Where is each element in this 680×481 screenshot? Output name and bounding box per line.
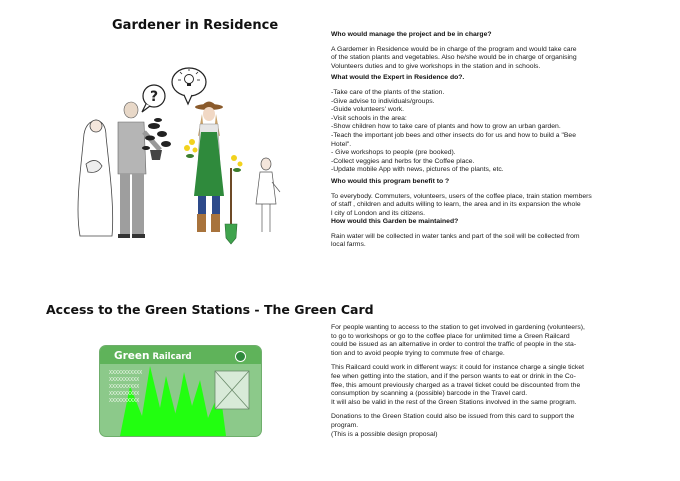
text-line: tion and to avoid people trying to commu… bbox=[331, 349, 505, 357]
card-chip-icon bbox=[214, 370, 250, 410]
task-item: -Teach the important job bees and other … bbox=[331, 131, 576, 139]
text-line: to go to workshops or go to the coffee p… bbox=[331, 332, 570, 340]
answer-maintained: Rain water will be collected in water ta… bbox=[331, 233, 676, 250]
child-figure bbox=[255, 157, 281, 232]
card-row: XXXXXXXXXX bbox=[109, 398, 140, 404]
text-line: A Gardemer in Residence would be in char… bbox=[331, 45, 577, 53]
expert-task-list: -Take care of the plants of the station.… bbox=[331, 89, 676, 175]
question-expert: What would the Expert in Residence do?. bbox=[331, 74, 465, 82]
gardener-woman-figure bbox=[184, 101, 243, 245]
text-line: Donations to the Green Station could als… bbox=[331, 413, 575, 421]
card-row: XXXXXXXXXX bbox=[109, 391, 140, 397]
text-line: consumption by scanning a (possible) bar… bbox=[331, 390, 528, 398]
card-row: XXXXXXXXXX bbox=[109, 377, 140, 383]
task-item: -Give advise to individuals/groups. bbox=[331, 97, 435, 105]
plant-graphic bbox=[120, 366, 226, 436]
man-with-plant-figure bbox=[117, 101, 171, 238]
text-line: Rain water will be collected in water ta… bbox=[331, 232, 580, 240]
task-item: Hotel". bbox=[331, 140, 352, 148]
section-title-green-card: Access to the Green Stations - The Green… bbox=[46, 302, 374, 317]
text-line: program. bbox=[331, 421, 359, 429]
question-speech-bubble: ? bbox=[141, 84, 166, 113]
task-item: -Update mobile App with news, pictures o… bbox=[331, 166, 504, 174]
task-item: -Guide volunteers' work. bbox=[331, 106, 405, 114]
rail-logo-icon bbox=[235, 351, 246, 362]
text-line: For people wanting to access to the stat… bbox=[331, 324, 585, 331]
answer-benefit: To everybody. Commuters, volunteers, use… bbox=[331, 193, 676, 219]
card-row: XXXXXXXXXXX bbox=[109, 370, 143, 376]
answer-manage: A Gardemer in Residence would be in char… bbox=[331, 46, 676, 72]
text-line: (This is a possible design proposal) bbox=[331, 430, 438, 438]
task-item: -Visit schools in the area: bbox=[331, 114, 407, 122]
task-item: - Give workshops to people (pre booked). bbox=[331, 149, 456, 157]
card-number-lines: XXXXXXXXXXX XXXXXXXXXX XXXXXXXXXX XXXXXX… bbox=[109, 370, 142, 405]
task-item: -Show children how to take care of plant… bbox=[331, 123, 561, 131]
section-title-gardener: Gardener in Residence bbox=[112, 18, 279, 33]
task-item: -Collect veggies and herbs for the Coffe… bbox=[331, 157, 475, 165]
railcard-brand: Green Railcard bbox=[114, 350, 192, 362]
text-line: l city of London and its citizens. bbox=[331, 209, 426, 217]
text-line: of staff , children and adults willing t… bbox=[331, 201, 581, 209]
text-line: local farms. bbox=[331, 241, 366, 249]
woman-headscarf-figure bbox=[77, 119, 114, 237]
idea-speech-bubble bbox=[171, 67, 207, 106]
question-manage: Who would manage the project and be in c… bbox=[331, 31, 492, 38]
bubble-question-mark: ? bbox=[150, 89, 158, 105]
lightbulb-icon bbox=[184, 74, 194, 84]
text-line: It will also be valid in the rest of the… bbox=[331, 398, 577, 406]
text-line: could be issued as an alternative in ord… bbox=[331, 341, 577, 349]
green-card-text: For people wanting to access to the stat… bbox=[331, 324, 676, 439]
railcard-brand-rest: Railcard bbox=[149, 352, 192, 362]
task-item: -Take care of the plants of the station. bbox=[331, 88, 445, 96]
text-line: ffee, this amount previously charged as … bbox=[331, 381, 581, 389]
railcard-header-band bbox=[100, 346, 261, 364]
text-line: Volunteers duties and to give workshops … bbox=[331, 62, 541, 70]
text-line: To everybody. Commuters, volunteers, use… bbox=[331, 192, 592, 200]
text-line: This Railcard could work in different wa… bbox=[331, 364, 584, 372]
question-benefit: Who would this program benefit to ? bbox=[331, 177, 450, 185]
railcard-brand-bold: Green bbox=[114, 350, 150, 362]
green-railcard: Green Railcard XXXXXXXXXXX XXXXXXXXXX XX… bbox=[99, 345, 262, 437]
gardener-qa-block: Who would manage the project and be in c… bbox=[331, 31, 676, 250]
question-maintained: How would this Garden be maintained? bbox=[331, 218, 459, 226]
card-row: XXXXXXXXXX bbox=[109, 384, 140, 390]
gardener-illustration: ? bbox=[77, 67, 281, 245]
text-line: fee when getting into the station, and i… bbox=[331, 372, 576, 380]
text-line: of the station plants and vegetables. Al… bbox=[331, 54, 577, 62]
